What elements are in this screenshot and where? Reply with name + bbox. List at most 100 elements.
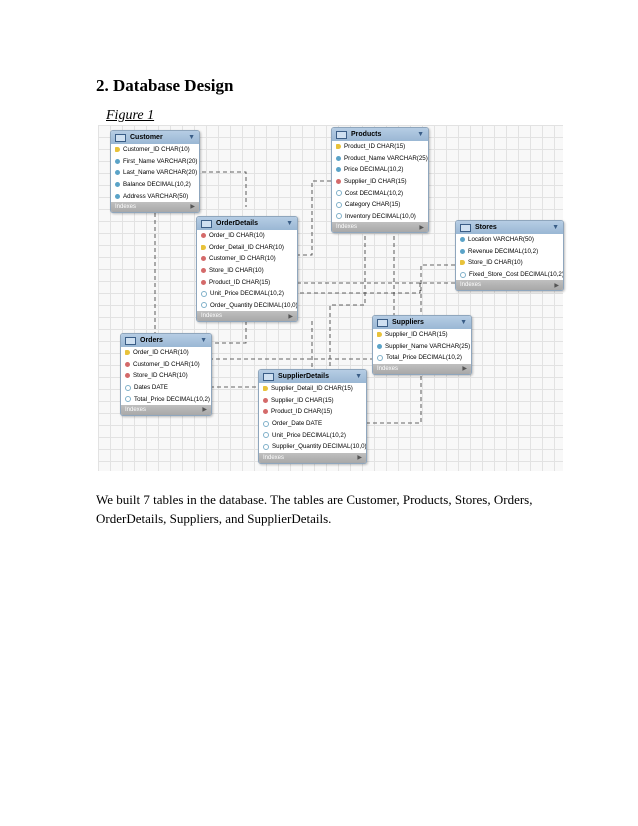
column-icon [336,190,342,197]
collapse-arrow-icon[interactable]: ▼ [286,220,293,227]
column-label: Revenue DECIMAL(10,2) [468,247,539,255]
primary-key-icon [125,350,130,356]
column-row: Supplier_Name VARCHAR(25) [373,341,471,353]
table-header[interactable]: OrderDetails ▼ [197,217,297,230]
not-null-column-icon [115,193,120,199]
column-row: Store_ID CHAR(10) [121,370,211,382]
indexes-label: Indexes [460,282,482,289]
table-title: Suppliers [392,319,424,326]
foreign-key-icon [125,361,130,367]
column-label: Customer_ID CHAR(10) [133,360,200,368]
expand-arrow-icon[interactable]: ▶ [202,407,207,414]
expand-arrow-icon[interactable]: ▶ [419,224,424,231]
column-label: Product_ID CHAR(15) [209,278,271,286]
table-products[interactable]: Products▼Product_ID CHAR(15)Product_Name… [331,127,429,234]
column-label: Order_ID CHAR(10) [209,232,265,240]
column-label: Order_Date DATE [272,420,323,428]
primary-key-icon [460,260,465,266]
collapse-arrow-icon[interactable]: ▼ [200,337,207,344]
column-icon [263,432,269,439]
expand-arrow-icon[interactable]: ▶ [357,455,362,462]
column-row: Unit_Price DECIMAL(10,2) [259,429,366,441]
table-header[interactable]: Orders▼ [121,334,211,347]
table-customer[interactable]: Customer▼ Customer_ID CHAR(10) First_Name … [110,130,200,213]
column-label: Last_Name VARCHAR(20) [123,169,198,177]
column-row: Balance DECIMAL(10,2) [111,179,199,191]
table-icon [336,130,347,139]
column-label: Order_Quantity DECIMAL(10,0) [210,301,298,309]
table-header[interactable]: Products▼ [332,128,428,141]
indexes-bar[interactable]: Indexes ▶ [373,363,471,374]
column-row: Revenue DECIMAL(10,2) [456,246,563,258]
column-label: Inventory DECIMAL(10,0) [345,212,416,220]
collapse-arrow-icon[interactable]: ▼ [552,224,559,231]
table-icon [377,318,388,327]
table-title: SupplierDetails [278,373,329,380]
column-row: Product_ID CHAR(15) [259,406,366,418]
column-row: Supplier_ID CHAR(15) [332,176,428,188]
indexes-bar[interactable]: Indexes ▶ [456,280,563,291]
column-row: Fixed_Store_Cost DECIMAL(10,2) [456,269,563,281]
expand-arrow-icon[interactable]: ▶ [462,366,467,373]
foreign-key-icon [201,256,206,262]
column-label: Total_Price DECIMAL(10,2) [386,354,462,362]
indexes-bar[interactable]: Indexes ▶ [259,452,366,463]
expand-arrow-icon[interactable]: ▶ [554,282,559,289]
indexes-label: Indexes [125,406,147,413]
primary-key-icon [336,144,341,150]
table-stores[interactable]: Stores▼Location VARCHAR(50)Revenue DECIM… [455,220,564,292]
table-supplierdetails[interactable]: SupplierDetails ▼ Supplier_Detail_ID CHAR(… [258,369,367,464]
collapse-arrow-icon[interactable]: ▼ [417,131,424,138]
column-label: Product_ID CHAR(15) [344,143,406,151]
table-orderdetails[interactable]: OrderDetails ▼ Order_ID CHAR(10) Order_Deta… [196,216,298,323]
collapse-arrow-icon[interactable]: ▼ [460,319,467,326]
column-label: Product_ID CHAR(15) [271,408,333,416]
expand-arrow-icon[interactable]: ▶ [190,204,195,211]
column-row: Customer_ID CHAR(10) [111,144,199,156]
column-row: Customer_ID CHAR(10) [197,253,297,265]
rel-customer-orderdetails [195,171,247,207]
indexes-label: Indexes [263,454,285,461]
column-label: Cost DECIMAL(10,2) [345,189,404,197]
rel-orderdetails-orders [210,321,247,344]
indexes-bar[interactable]: Indexes ▶ [121,404,211,415]
column-label: Order_ID CHAR(10) [133,349,189,357]
table-header[interactable]: Suppliers ▼ [373,316,471,329]
column-row: Order_Date DATE [259,418,366,430]
column-row: Order_ID CHAR(10) [197,230,297,242]
column-row: Store_ID CHAR(10) [197,265,297,277]
table-header[interactable]: Stores▼ [456,221,563,234]
column-icon [125,396,131,403]
description-paragraph: We built 7 tables in the database. The t… [96,492,533,526]
indexes-label: Indexes [115,203,137,210]
table-header[interactable]: SupplierDetails ▼ [259,370,366,383]
foreign-key-icon [125,373,130,379]
table-suppliers[interactable]: Suppliers▼Supplier_ID CHAR(15)Supplier_N… [372,315,472,375]
collapse-arrow-icon[interactable]: ▼ [355,373,362,380]
column-label: Supplier_ID CHAR(15) [344,178,407,186]
table-icon [201,219,212,228]
column-icon [201,290,207,297]
column-label: Customer_ID CHAR(10) [123,146,190,154]
column-icon [460,271,466,278]
column-row: Supplier_Detail_ID CHAR(15) [259,383,366,395]
column-icon [263,443,269,450]
collapse-arrow-icon[interactable]: ▼ [188,134,195,141]
column-label: Supplier_ID CHAR(15) [271,396,334,404]
table-title: OrderDetails [216,220,259,227]
indexes-label: Indexes [377,365,399,372]
column-row: Cost DECIMAL(10,2) [332,187,428,199]
column-row: Unit_Price DECIMAL(10,2) [197,288,297,300]
table-icon [125,336,136,345]
not-null-column-icon [460,237,465,243]
column-label: First_Name VARCHAR(20) [123,157,198,165]
column-row: Address VARCHAR(50) [111,190,199,202]
indexes-bar[interactable]: Indexes ▶ [111,201,199,212]
table-icon [460,223,471,232]
column-label: Order_Detail_ID CHAR(10) [209,243,284,251]
indexes-bar[interactable]: Indexes▶ [332,222,428,233]
table-header[interactable]: Customer▼ [111,131,199,144]
expand-arrow-icon[interactable]: ▶ [288,313,293,320]
table-orders[interactable]: Orders▼ Order_ID CHAR(10) Customer_ID CHAR… [120,333,212,416]
indexes-bar[interactable]: Indexes▶ [197,311,297,322]
